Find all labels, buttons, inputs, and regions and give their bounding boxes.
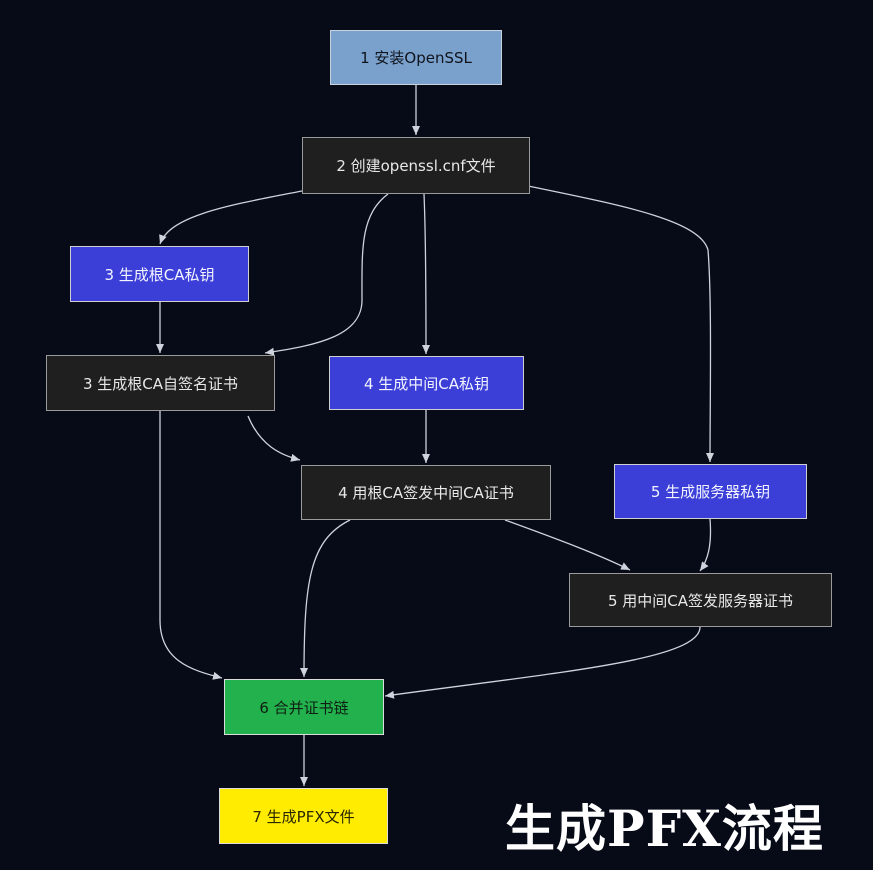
edge-n2-n5a: [527, 185, 715, 463]
edge-n5b-n6: [384, 626, 701, 699]
node-server-key[interactable]: 5 生成服务器私钥: [614, 464, 807, 519]
node-install-openssl[interactable]: 1 安装OpenSSL: [330, 30, 502, 85]
node-label: 7 生成PFX文件: [252, 807, 355, 826]
node-merge-cert-chain[interactable]: 6 合并证书链: [224, 679, 384, 735]
node-label: 6 合并证书链: [259, 698, 349, 717]
node-label: 5 生成服务器私钥: [650, 483, 771, 501]
edge-n3b-n6: [159, 410, 223, 680]
node-label: 4 生成中间CA私钥: [363, 374, 490, 393]
edge-n2-n3b: [264, 193, 389, 356]
node-sign-intermediate-ca[interactable]: 4 用根CA签发中间CA证书: [301, 465, 551, 520]
node-create-openssl-cnf[interactable]: 2 创建openssl.cnf文件: [302, 137, 530, 194]
node-label: 3 生成根CA私钥: [104, 265, 215, 284]
node-label: 1 安装OpenSSL: [360, 49, 472, 67]
edge-n2-n3a: [159, 190, 303, 245]
node-label: 2 创建openssl.cnf文件: [336, 157, 496, 175]
node-label: 3 生成根CA自签名证书: [82, 374, 239, 393]
node-root-ca-key[interactable]: 3 生成根CA私钥: [70, 246, 249, 302]
node-sign-server-cert[interactable]: 5 用中间CA签发服务器证书: [569, 573, 832, 627]
edge-n2-n4a: [421, 193, 430, 355]
node-root-ca-cert[interactable]: 3 生成根CA自签名证书: [46, 355, 275, 411]
node-label: 5 用中间CA签发服务器证书: [607, 591, 794, 610]
node-intermediate-ca-key[interactable]: 4 生成中间CA私钥: [329, 356, 524, 410]
edge-n5a-n5b: [699, 518, 712, 572]
diagram-caption: 生成PFX流程: [505, 799, 824, 858]
edge-n4b-n6: [300, 519, 351, 678]
node-generate-pfx[interactable]: 7 生成PFX文件: [219, 788, 388, 844]
edge-n4b-n5b: [504, 519, 631, 571]
node-label: 4 用根CA签发中间CA证书: [338, 484, 514, 502]
edge-n3b-n4b: [247, 415, 301, 462]
